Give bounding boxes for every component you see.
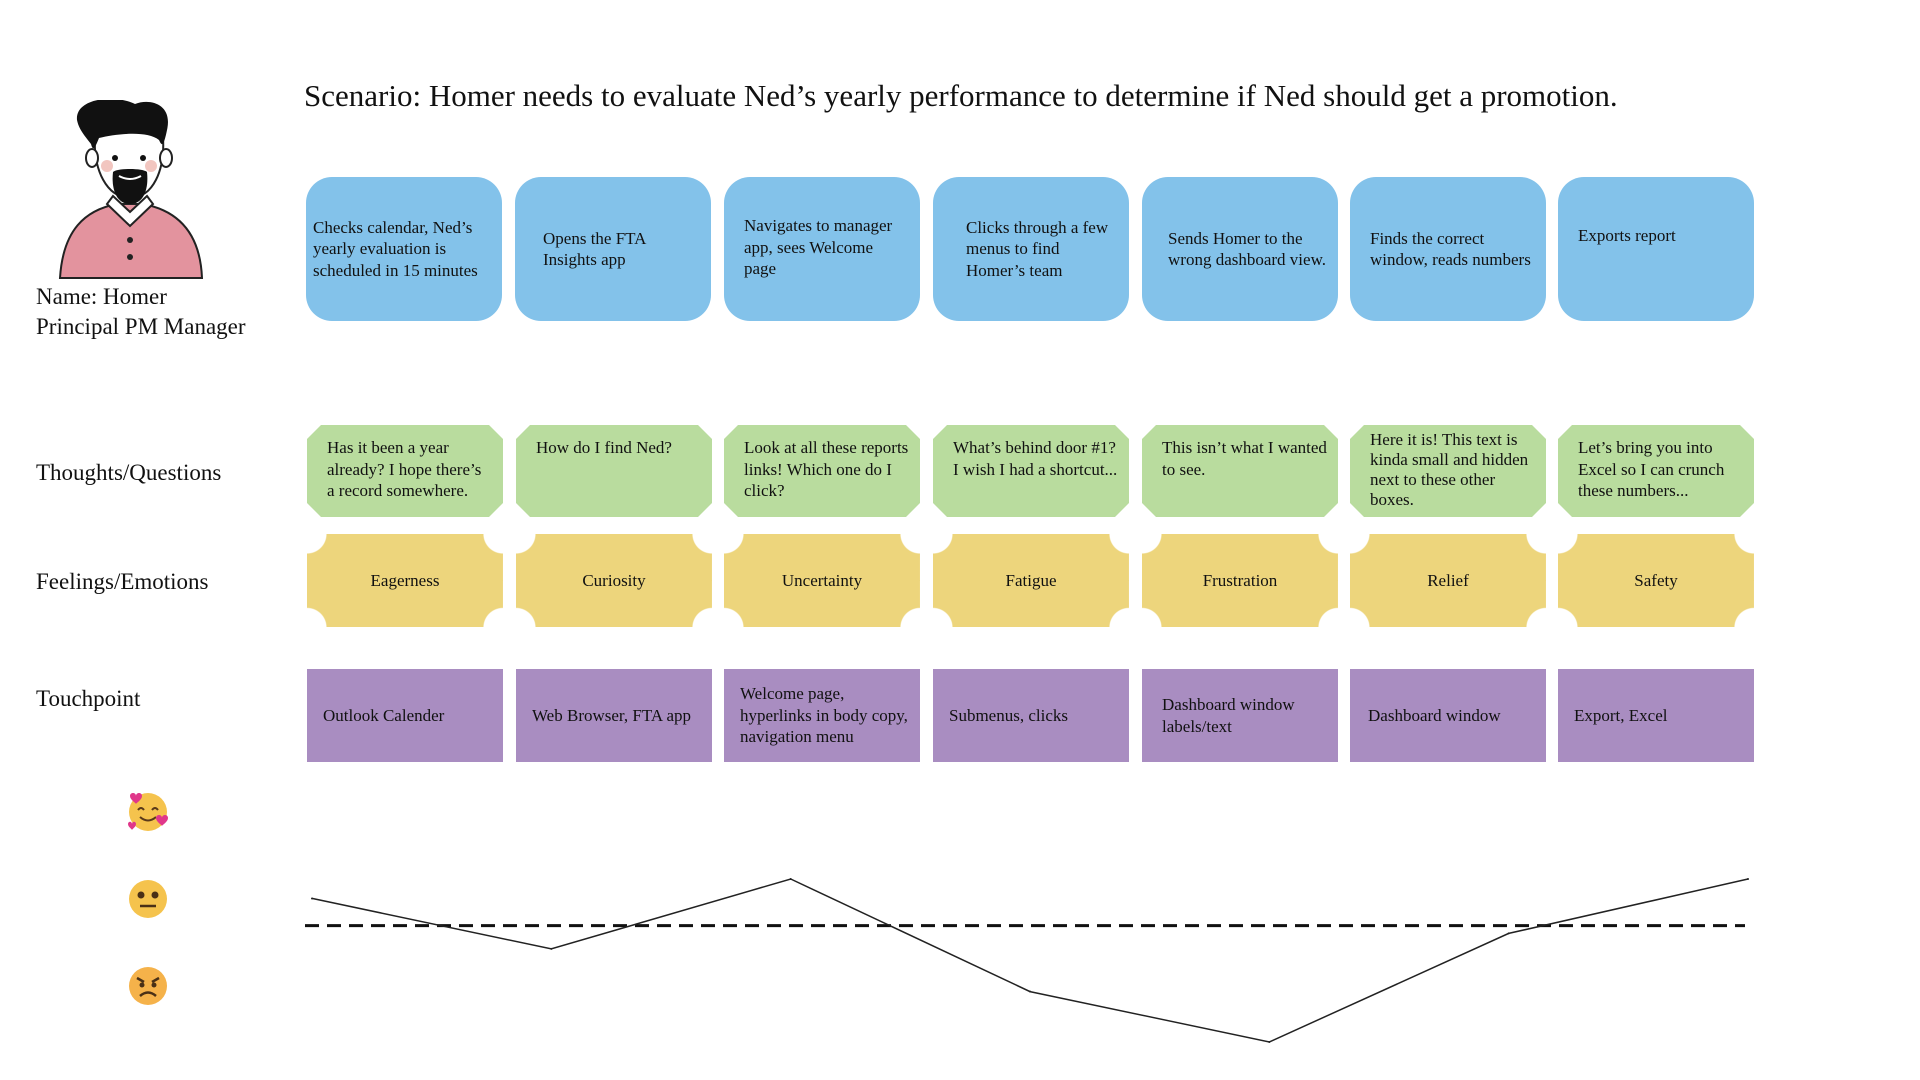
feeling-text: Relief	[1427, 570, 1469, 590]
touchpoint-text: Outlook Calender	[323, 705, 445, 725]
touchpoint-card: Dashboard window	[1350, 669, 1546, 762]
scenario-title: Scenario: Homer needs to evaluate Ned’s …	[304, 78, 1618, 113]
persona-role: Principal PM Manager	[36, 314, 246, 339]
touchpoint-text: Dashboard window labels/text	[1162, 695, 1295, 736]
persona-name: Name: Homer	[36, 284, 167, 309]
step-card: Sends Homer to the wrong dashboard view.	[1142, 177, 1338, 321]
feelings-row-label: Feelings/Emotions	[36, 569, 209, 594]
feeling-text: Eagerness	[370, 570, 440, 590]
feeling-card: Curiosity	[516, 534, 712, 627]
neutral-face-icon	[129, 880, 167, 918]
angry-face-icon	[129, 967, 167, 1005]
touchpoint-card: Dashboard window labels/text	[1142, 669, 1338, 762]
step-text: Exports report	[1578, 226, 1676, 245]
step-text: Opens the FTA Insights app	[543, 228, 646, 270]
emotion-point	[1029, 990, 1031, 993]
feeling-card: Relief	[1350, 534, 1546, 627]
emotion-point	[550, 947, 553, 950]
thought-card: Look at all these reports links! Which o…	[724, 425, 920, 517]
step-text: Navigates to manager app, sees Welcome p…	[744, 216, 893, 278]
thoughts-row-label: Thoughts/Questions	[36, 460, 222, 485]
touchpoint-text: Dashboard window	[1368, 705, 1501, 725]
emotion-point	[1268, 1041, 1271, 1043]
smiling-face-with-hearts-icon	[128, 793, 168, 831]
thought-text: Has it been a year already? I hope there…	[327, 438, 482, 500]
feeling-text: Safety	[1634, 570, 1678, 590]
emotion-line	[311, 878, 1749, 1043]
thought-text: Look at all these reports links! Which o…	[744, 438, 909, 500]
step-text: Clicks through a few menus to find Homer…	[966, 217, 1109, 280]
step-card: Opens the FTA Insights app	[515, 177, 711, 321]
step-card: Finds the correct window, reads numbers	[1350, 177, 1546, 321]
step-text: Checks calendar, Ned’s yearly evaluation…	[313, 217, 478, 280]
step-card: Checks calendar, Ned’s yearly evaluation…	[306, 177, 502, 321]
feeling-card: Eagerness	[307, 534, 503, 627]
touchpoint-card: Submenus, clicks	[933, 669, 1129, 762]
feeling-text: Frustration	[1202, 570, 1278, 590]
feeling-card: Uncertainty	[724, 534, 920, 627]
thought-text: This isn’t what I wanted to see.	[1162, 438, 1327, 479]
emotion-point	[1747, 878, 1749, 881]
thought-card: How do I find Ned?	[516, 425, 712, 517]
thought-card: What’s behind door #1? I wish I had a sh…	[933, 425, 1129, 517]
emotion-point	[1507, 932, 1510, 935]
feeling-text: Fatigue	[1005, 570, 1057, 590]
touchpoint-card: Outlook Calender	[307, 669, 503, 762]
step-card: Clicks through a few menus to find Homer…	[933, 177, 1129, 321]
persona-info: Name: Homer Principal PM Manager	[36, 282, 246, 342]
thought-card: Let’s bring you into Excel so I can crun…	[1558, 425, 1754, 517]
touchpoint-row-label: Touchpoint	[36, 686, 141, 711]
emotion-point	[789, 878, 792, 881]
touchpoint-text: Export, Excel	[1574, 705, 1668, 725]
thought-text: How do I find Ned?	[536, 438, 672, 457]
persona-avatar-icon	[58, 100, 204, 279]
touchpoint-text: Web Browser, FTA app	[532, 705, 692, 725]
feeling-card: Safety	[1558, 534, 1754, 627]
feeling-card: Frustration	[1142, 534, 1338, 627]
touchpoint-card: Welcome page, hyperlinks in body copy, n…	[724, 669, 920, 762]
feeling-text: Uncertainty	[781, 570, 863, 590]
thought-card: Here it is! This text is kinda small and…	[1350, 425, 1546, 517]
thought-card: Has it been a year already? I hope there…	[307, 425, 503, 517]
touchpoint-text: Submenus, clicks	[949, 705, 1068, 725]
thought-text: Here it is! This text is kinda small and…	[1370, 430, 1529, 509]
touchpoint-card: Web Browser, FTA app	[516, 669, 712, 762]
step-text: Finds the correct window, reads numbers	[1370, 228, 1531, 270]
step-text: Sends Homer to the wrong dashboard view.	[1168, 228, 1326, 270]
touchpoint-card: Export, Excel	[1558, 669, 1754, 762]
step-card: Exports report	[1558, 177, 1754, 321]
thought-text: What’s behind door #1? I wish I had a sh…	[953, 438, 1118, 479]
feeling-text: Curiosity	[582, 570, 646, 590]
emotion-journey-chart	[305, 878, 1749, 1043]
thought-card: This isn’t what I wanted to see.	[1142, 425, 1338, 517]
emotion-point	[311, 897, 313, 900]
feeling-card: Fatigue	[933, 534, 1129, 627]
step-card: Navigates to manager app, sees Welcome p…	[724, 177, 920, 321]
thought-text: Let’s bring you into Excel so I can crun…	[1578, 438, 1725, 500]
touchpoint-text: Welcome page, hyperlinks in body copy, n…	[740, 684, 908, 747]
